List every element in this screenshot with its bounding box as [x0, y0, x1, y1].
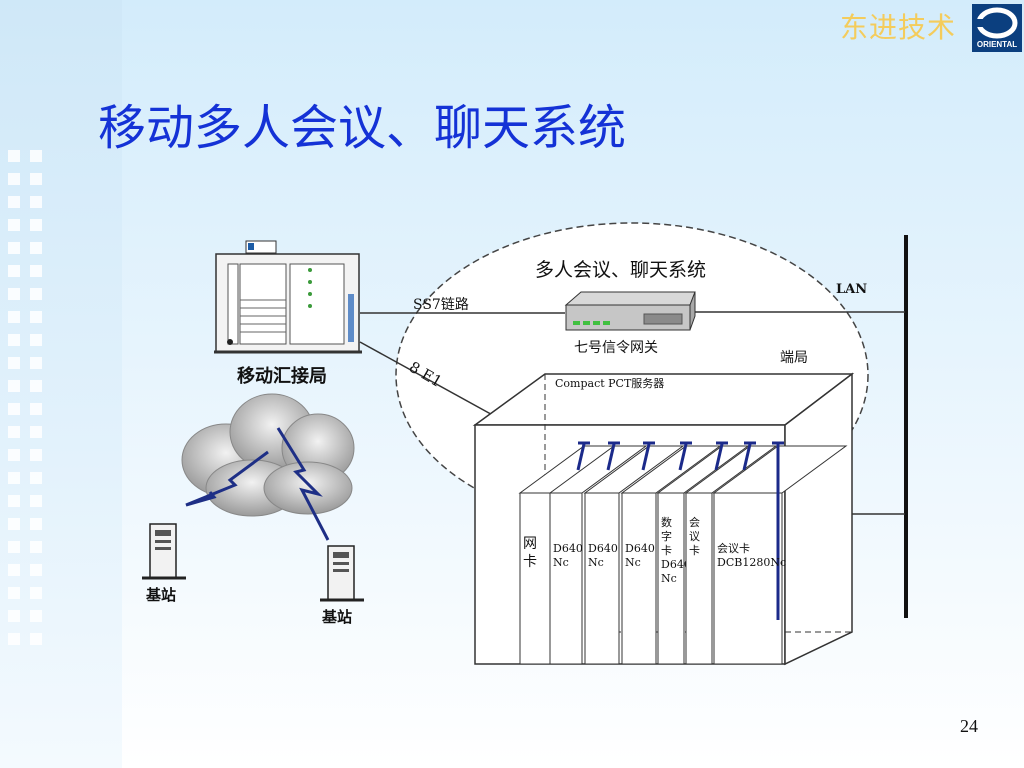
lightning-bolt-1: [185, 450, 269, 507]
card-front: [549, 492, 583, 665]
sidebar-square: [8, 610, 20, 622]
sidebar-square: [30, 265, 42, 277]
lan-label: LAN: [836, 282, 867, 297]
sidebar-square: [30, 288, 42, 300]
card-connector: [576, 443, 586, 471]
server-label: Compact PCT服务器: [555, 377, 664, 390]
base-station-label-1: 基站: [145, 586, 176, 604]
sidebar-squares: [8, 150, 22, 656]
exchange-label: 移动汇接局: [237, 365, 327, 387]
sidebar-square: [30, 334, 42, 346]
card-connector: [606, 443, 616, 471]
card-front: [621, 492, 657, 665]
sidebar-square: [8, 472, 20, 484]
ss7-label: SS7链路: [413, 297, 469, 313]
sidebar-square: [8, 403, 20, 415]
gateway-label: 七号信令网关: [574, 340, 658, 356]
sidebar-square: [8, 150, 20, 162]
card-front: [519, 492, 553, 665]
sidebar-square: [30, 196, 42, 208]
page-number: 24: [960, 716, 978, 736]
sidebar-square: [30, 564, 42, 576]
sidebar-square: [8, 265, 20, 277]
sidebar-square: [8, 564, 20, 576]
card-front: [584, 492, 620, 665]
card-connector: [742, 443, 752, 471]
card-front: [657, 492, 685, 665]
card-label: 网卡: [523, 536, 537, 570]
sidebar-square: [8, 633, 20, 645]
base-station-2: [320, 545, 364, 602]
sidebar-square: [8, 587, 20, 599]
card-connector: [714, 443, 724, 471]
sidebar-square: [8, 495, 20, 507]
sidebar-square: [30, 380, 42, 392]
sidebar-square: [8, 334, 20, 346]
logo-icon: [974, 7, 1018, 39]
sidebar-square: [30, 610, 42, 622]
sidebar-square: [30, 403, 42, 415]
brand-name: 东进技术: [840, 11, 957, 44]
sidebar-square: [30, 219, 42, 231]
sidebar-square: [30, 357, 42, 369]
sidebar-square: [30, 150, 42, 162]
sidebar-square: [8, 196, 20, 208]
sidebar-square: [30, 633, 42, 645]
lightning-bolt-2: [276, 427, 330, 541]
card-front: [685, 492, 713, 665]
page-title: 移动多人会议、聊天系统: [98, 100, 627, 156]
card-front: [713, 492, 783, 665]
sidebar-square: [30, 449, 42, 461]
sidebar-square: [30, 173, 42, 185]
sidebar-square: [8, 311, 20, 323]
base-station-1: [142, 523, 186, 580]
sidebar-square: [8, 518, 20, 530]
logo-text: ORIENTAL: [976, 40, 1018, 49]
sidebar-square: [8, 219, 20, 231]
system-label: 多人会议、聊天系统: [535, 259, 706, 281]
sidebar-square: [30, 472, 42, 484]
sidebar-square: [8, 242, 20, 254]
sidebar-square: [30, 541, 42, 553]
wireless-cloud: [181, 393, 355, 517]
base-station-label-2: 基站: [321, 608, 352, 626]
card-connector: [678, 443, 688, 471]
oriental-logo: ORIENTAL: [972, 4, 1022, 52]
sidebar-square: [30, 587, 42, 599]
sidebar-square: [8, 288, 20, 300]
sidebar-square: [8, 541, 20, 553]
signaling-gateway: [564, 291, 696, 331]
e1-link: [359, 341, 499, 419]
sidebar-square: [30, 518, 42, 530]
sidebar-square: [8, 380, 20, 392]
sidebar-square: [30, 495, 42, 507]
card-label: 会议卡: [689, 516, 700, 557]
sidebar-square: [30, 311, 42, 323]
sidebar-decoration: [0, 0, 122, 768]
sidebar-squares: [30, 150, 44, 656]
sidebar-square: [8, 426, 20, 438]
sidebar-square: [8, 357, 20, 369]
sidebar-square: [30, 242, 42, 254]
terminal-label: 端局: [780, 350, 808, 366]
mobile-exchange: [214, 240, 362, 354]
card-connector: [641, 443, 651, 471]
sidebar-square: [8, 449, 20, 461]
sidebar-square: [8, 173, 20, 185]
sidebar-square: [30, 426, 42, 438]
